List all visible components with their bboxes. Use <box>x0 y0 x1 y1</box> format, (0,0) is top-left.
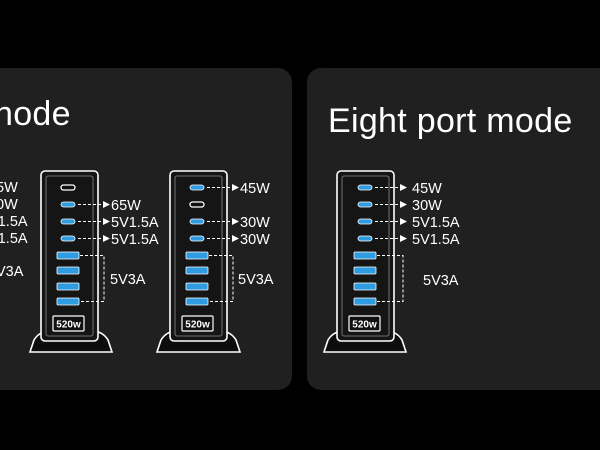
output-label: 5V3A <box>110 272 146 288</box>
usb-c-port <box>60 218 76 225</box>
usb-a-port <box>185 282 209 291</box>
power-badge-text: 520w <box>56 320 81 331</box>
output-label: 5V1.5A <box>111 215 159 231</box>
usb-a-port <box>185 297 209 306</box>
output-label: 30W <box>240 232 270 248</box>
panel-title-left: node <box>0 95 71 133</box>
partial-label: 0W <box>0 197 18 213</box>
usb-a-port <box>353 297 377 306</box>
power-badge-text: 520w <box>352 320 377 331</box>
usb-a-port <box>185 251 209 260</box>
usb-c-port <box>189 184 205 191</box>
usb-c-port <box>357 184 373 191</box>
output-label: 5V1.5A <box>412 215 460 231</box>
panel-title-right: Eight port mode <box>328 102 573 140</box>
usb-c-port <box>357 201 373 208</box>
power-badge <box>181 315 214 332</box>
usb-a-port <box>353 251 377 260</box>
usb-a-port <box>185 266 209 275</box>
usb-a-port <box>353 282 377 291</box>
charger-device-c: 520w 45W 30W 5V1.5A 5V1.5A 5V3A <box>322 170 460 353</box>
power-badge-text: 520w <box>185 320 210 331</box>
usb-a-port <box>56 297 80 306</box>
partial-label: V3A <box>0 264 24 280</box>
usb-c-port <box>189 235 205 242</box>
output-label: 65W <box>111 198 141 214</box>
power-badge <box>348 315 381 332</box>
partial-label: 5V1.5A <box>0 214 28 230</box>
usb-c-port <box>189 218 205 225</box>
usb-a-port <box>56 266 80 275</box>
output-label: 5V1.5A <box>111 232 159 248</box>
usb-c-port <box>60 235 76 242</box>
usb-c-port <box>60 201 76 208</box>
usb-c-port <box>357 218 373 225</box>
charger-device-a: 520w 65W 5V1.5A 5V1.5A 5V3A <box>28 170 159 353</box>
partial-label: 5W <box>0 180 18 196</box>
usb-a-port <box>56 251 80 260</box>
output-label: 5V1.5A <box>412 232 460 248</box>
usb-c-port <box>189 201 205 208</box>
usb-c-port <box>60 184 76 191</box>
usb-a-port <box>56 282 80 291</box>
output-label: 30W <box>240 215 270 231</box>
output-label: 45W <box>240 181 270 197</box>
output-label: 5V3A <box>423 273 459 289</box>
charger-device-b: 520w 45W 30W 30W 5V3A <box>155 170 274 353</box>
output-label: 5V3A <box>238 272 274 288</box>
usb-c-port <box>357 235 373 242</box>
partial-label: 5V1.5A <box>0 231 28 247</box>
output-label: 30W <box>412 198 442 214</box>
power-badge <box>52 315 85 332</box>
output-label: 45W <box>412 181 442 197</box>
usb-a-port <box>353 266 377 275</box>
